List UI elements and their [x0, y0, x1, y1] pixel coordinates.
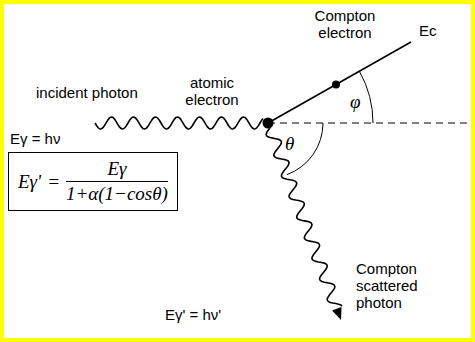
atomic-electron-label: atomic electron [176, 74, 248, 108]
electron-energy-label: Ec [419, 22, 437, 39]
formula-fraction: Eγ1+α(1−cosθ) [66, 158, 168, 205]
formula-denominator: 1+α(1−cosθ) [66, 182, 168, 205]
compton-electron-label: Compton electron [306, 7, 384, 41]
reference-dashed-line [268, 123, 468, 124]
scattered-energy-label: Eγ' = hν' [165, 306, 221, 323]
incident-photon-wave [95, 117, 263, 129]
scattered-photon-label: Compton scattered photon [356, 260, 438, 311]
phi-arc [360, 72, 374, 124]
formula-lhs: Eγ' [18, 171, 41, 193]
formula-equals: = [47, 171, 60, 193]
atomic-electron-dot [263, 118, 274, 129]
incident-photon-label: incident photon [36, 84, 138, 101]
phi-angle-label: φ [350, 92, 361, 112]
compton-electron-dot [332, 81, 340, 89]
scattered-photon-wave [266, 128, 342, 306]
formula-box: Eγ' = Eγ1+α(1−cosθ) [8, 152, 178, 211]
photon-arrowhead [332, 307, 341, 320]
incident-energy-label: Eγ = hν [10, 130, 60, 147]
theta-angle-label: θ [285, 134, 294, 154]
formula-numerator: Eγ [66, 158, 168, 182]
electron-track [268, 42, 411, 123]
